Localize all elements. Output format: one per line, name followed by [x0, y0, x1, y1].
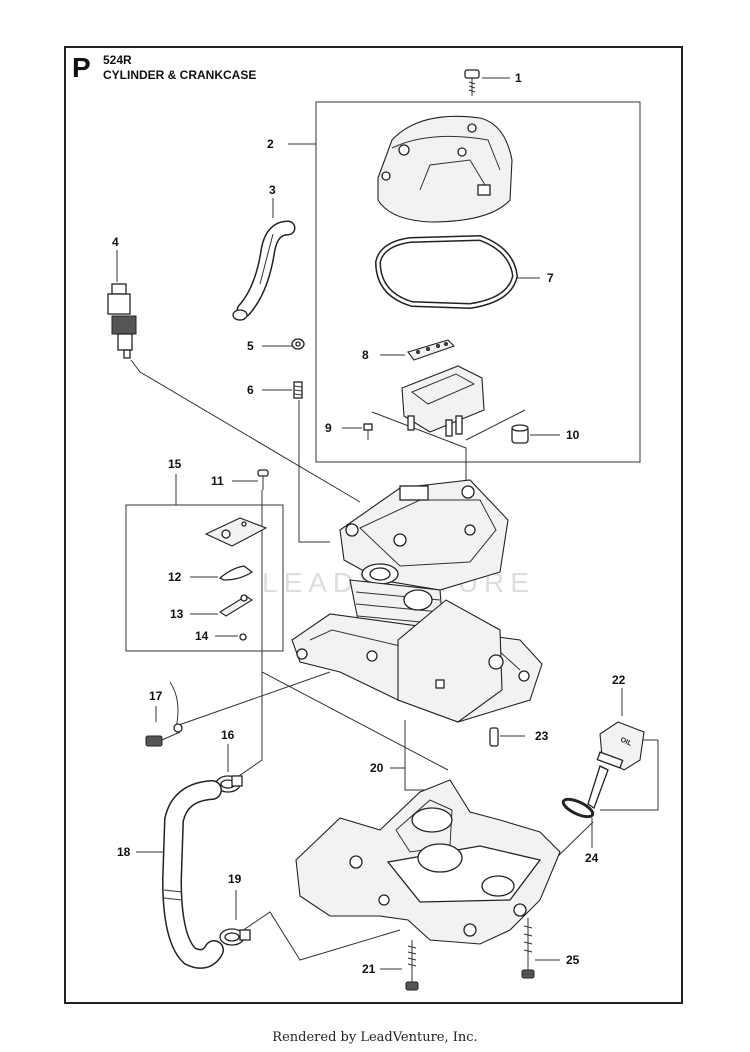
callout-24: 24	[585, 851, 599, 865]
cylinder	[339, 479, 509, 641]
callout-25: 25	[566, 953, 580, 967]
diagram-frame	[64, 46, 683, 1004]
part-23-pin	[489, 727, 499, 747]
part-6-stud	[293, 381, 303, 399]
callout-17: 17	[149, 689, 163, 703]
callout-numbers: 1 2 3 4 5 6 7 8 9 10 15 11 12 13 14 17 1…	[112, 71, 626, 976]
part-21-bolt	[405, 940, 419, 991]
callout-15: 15	[168, 457, 182, 471]
callout-6: 6	[247, 383, 254, 397]
part-12-shim	[218, 565, 254, 581]
group-box-valve-cover	[315, 101, 641, 463]
section-letter: P	[72, 52, 91, 83]
crankcase-upper	[291, 599, 543, 723]
callout-16: 16	[221, 728, 235, 742]
part-12-plate	[204, 517, 268, 547]
part-1-screw	[464, 69, 480, 96]
callout-18: 18	[117, 845, 131, 859]
part-8-oil-filter	[407, 339, 456, 361]
part-20-crankcase	[295, 779, 561, 945]
part-25-bolt	[521, 918, 535, 979]
part-14-screw	[239, 633, 247, 641]
callout-2: 2	[267, 137, 274, 151]
part-7-gasket	[374, 234, 519, 310]
part-11-screw	[257, 469, 269, 490]
part-9-screw	[363, 423, 373, 440]
callout-9: 9	[325, 421, 332, 435]
part-24-o-ring	[561, 797, 595, 819]
callout-10: 10	[566, 428, 580, 442]
part-17-screw	[145, 681, 183, 747]
callout-11: 11	[211, 474, 224, 488]
part-3-breather-hose	[232, 220, 296, 321]
oil-cap-marking: OIL	[619, 736, 633, 748]
part-22-dipstick: OIL	[587, 721, 645, 809]
footer-credit: Rendered by LeadVenture, Inc.	[272, 1030, 478, 1045]
callout-8: 8	[362, 348, 369, 362]
callout-20: 20	[370, 761, 384, 775]
callout-5: 5	[247, 339, 254, 353]
callout-23: 23	[535, 729, 549, 743]
callout-12: 12	[168, 570, 182, 584]
callout-3: 3	[269, 183, 276, 197]
part-18-hose	[161, 780, 224, 969]
diagram-title: CYLINDER & CRANKCASE	[103, 68, 257, 82]
part-16-clamp	[215, 775, 243, 793]
part-9-block	[401, 365, 485, 437]
callout-19: 19	[228, 872, 242, 886]
callout-13: 13	[170, 607, 184, 621]
part-4-spark-plug	[107, 283, 137, 359]
part-5-nut	[291, 338, 305, 350]
callout-21: 21	[362, 962, 376, 976]
part-19-clamp	[219, 928, 251, 946]
callout-4: 4	[112, 235, 119, 249]
callout-22: 22	[612, 673, 626, 687]
model-number: 524R	[103, 53, 132, 67]
callout-7: 7	[547, 271, 554, 285]
callout-14: 14	[195, 629, 209, 643]
part-13-valve	[218, 594, 254, 617]
part-10-nut	[511, 424, 529, 444]
group-box-decompression	[125, 504, 284, 652]
part-2-valve-cover	[377, 115, 513, 223]
leader-lines	[116, 77, 659, 970]
callout-1: 1	[515, 71, 522, 85]
